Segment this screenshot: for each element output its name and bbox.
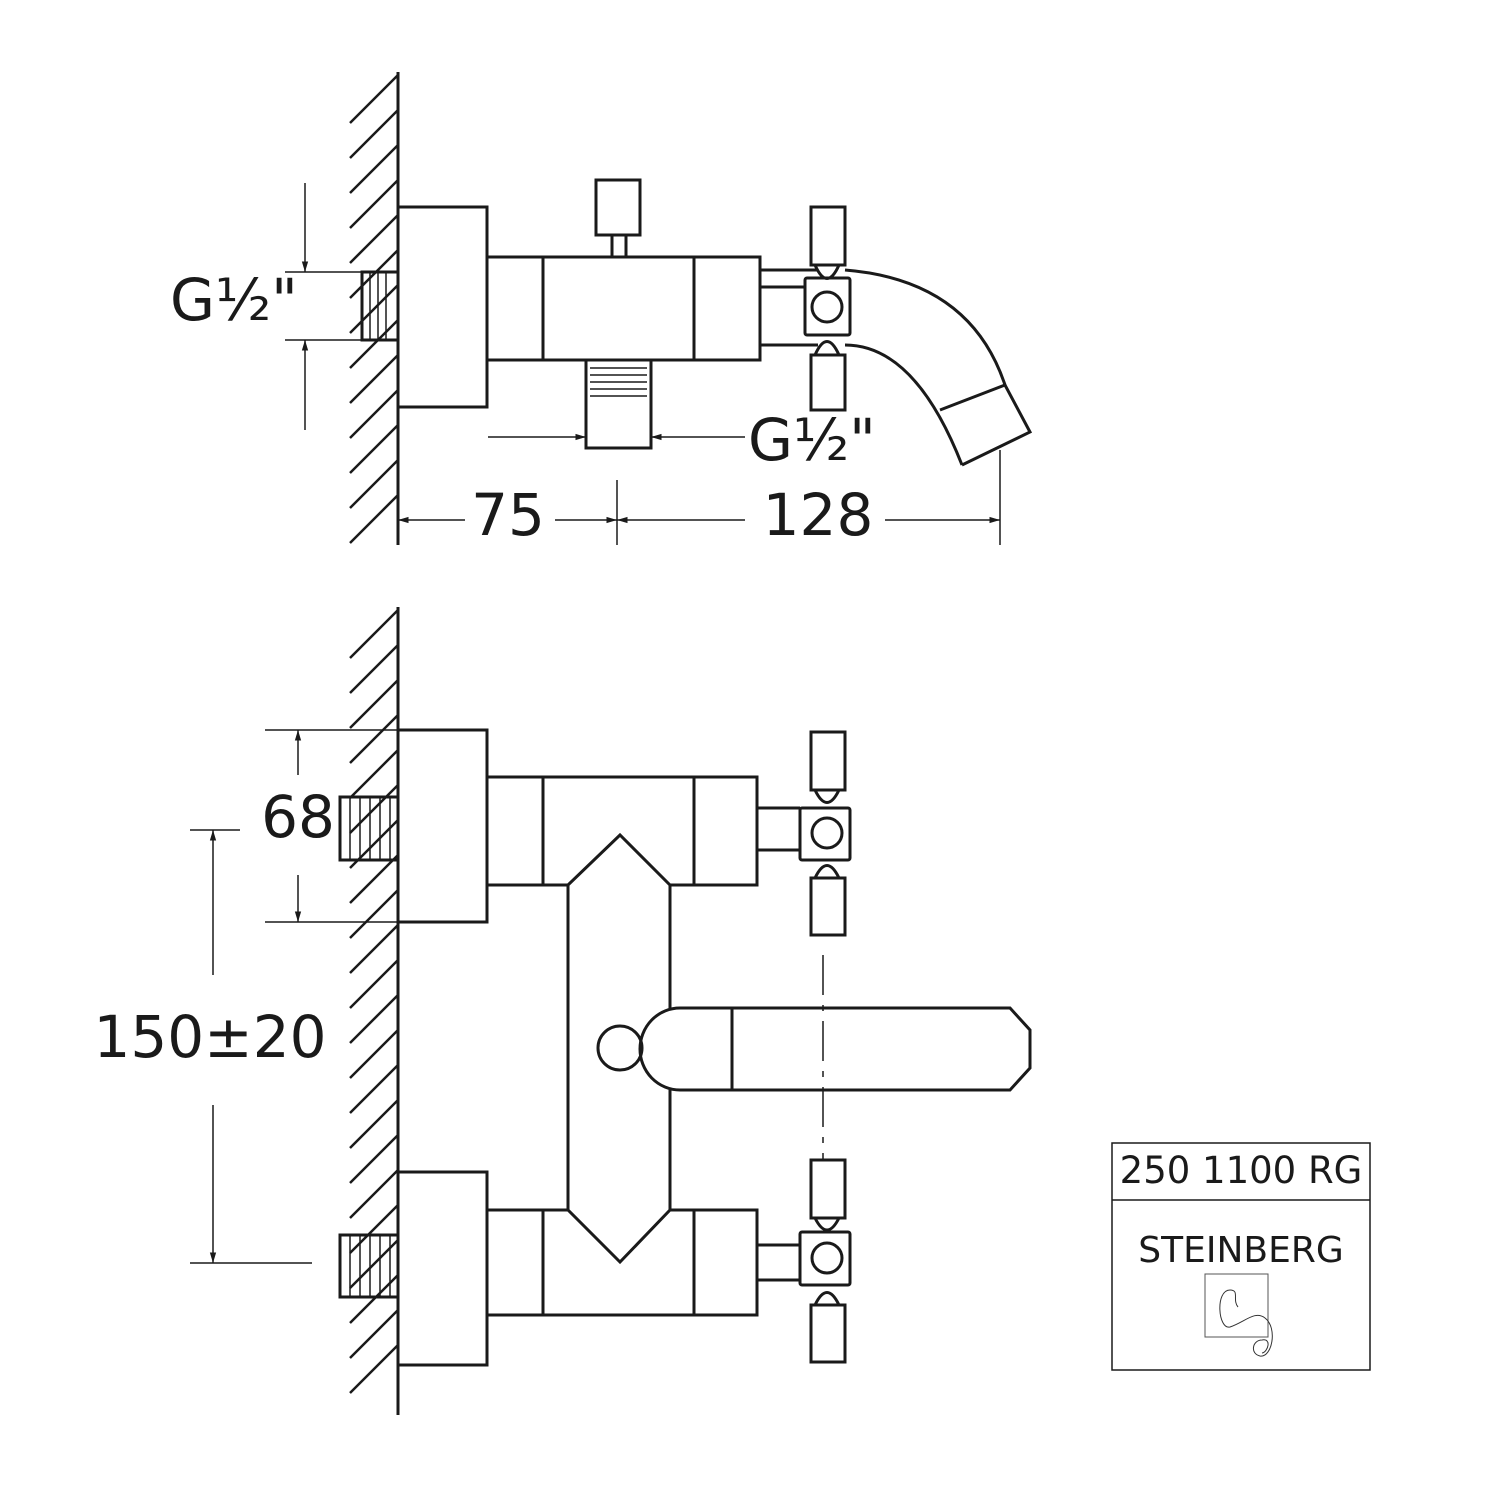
lower-flange [396, 1170, 489, 1367]
dimension-outlet-thread: G½" [488, 406, 876, 474]
hatch-line [349, 249, 399, 299]
spout [844, 268, 1033, 467]
hatch-line [349, 319, 399, 369]
shower-outlet [584, 358, 653, 450]
inlet-thread [360, 270, 400, 342]
upper-valve-handle [757, 730, 852, 937]
hatch-line [349, 1029, 399, 1079]
hatch-line [349, 459, 399, 509]
wall-flange [396, 205, 489, 409]
hatch-line [349, 609, 399, 659]
lower-thread [338, 1233, 400, 1299]
hatch-line [349, 1169, 399, 1219]
dimension-inlet-thread: G½" [170, 183, 362, 430]
hatch-line [349, 1204, 399, 1254]
wall-hatching-top [349, 74, 399, 544]
hatch-line [349, 1064, 399, 1114]
mixer-body [485, 255, 762, 362]
hatch-line [349, 74, 399, 124]
lever-spout-front [638, 955, 1032, 1160]
hatch-line [349, 109, 399, 159]
hatch-line [349, 959, 399, 1009]
top-view: G½" G½" 75 128 [170, 72, 1033, 549]
hatch-line [349, 679, 399, 729]
hatch-line [349, 714, 399, 764]
mixer-body-front [485, 775, 759, 1317]
hatch-line [349, 284, 399, 334]
valve-handle-top-view [760, 205, 852, 412]
hatch-line [349, 784, 399, 834]
dimension-68: 68 [261, 729, 487, 923]
outlet-thread-label: G½" [748, 406, 876, 474]
product-code: 250 1100 RG [1120, 1149, 1363, 1192]
hatch-line [349, 854, 399, 904]
wall-hatching-front [349, 609, 399, 1394]
hatch-line [349, 144, 399, 194]
dim-75: 75 [471, 481, 545, 549]
hatch-line [349, 644, 399, 694]
dim-128: 128 [763, 481, 874, 549]
spout-outlet-circle [596, 1024, 644, 1072]
brand-logo-icon [1204, 1273, 1273, 1357]
dim-150-20: 150±20 [93, 1003, 326, 1071]
hatch-line [349, 1134, 399, 1184]
hatch-line [349, 889, 399, 939]
dim-68: 68 [261, 783, 335, 851]
hatch-line [349, 389, 399, 439]
inlet-thread-label: G½" [170, 266, 298, 334]
dimension-projection: 75 128 [398, 450, 1001, 549]
dimension-150: 150±20 [93, 829, 327, 1264]
hatch-line [349, 354, 399, 404]
lower-valve-handle [757, 1158, 852, 1364]
hatch-line [349, 994, 399, 1044]
hatch-line [349, 1309, 399, 1359]
hatch-line [349, 214, 399, 264]
hatch-line [349, 924, 399, 974]
title-block: 250 1100 RG STEINBERG [1111, 1142, 1371, 1371]
upper-flange [396, 728, 489, 924]
hatch-line [349, 1344, 399, 1394]
diverter-button [594, 178, 642, 259]
hatch-line [349, 494, 399, 544]
brand-name: STEINBERG [1138, 1230, 1344, 1271]
hatch-line [349, 424, 399, 474]
front-view: 68 150±20 [93, 607, 1032, 1415]
upper-thread [338, 795, 400, 862]
hatch-line [349, 749, 399, 799]
hatch-line [349, 179, 399, 229]
hatch-line [349, 1099, 399, 1149]
